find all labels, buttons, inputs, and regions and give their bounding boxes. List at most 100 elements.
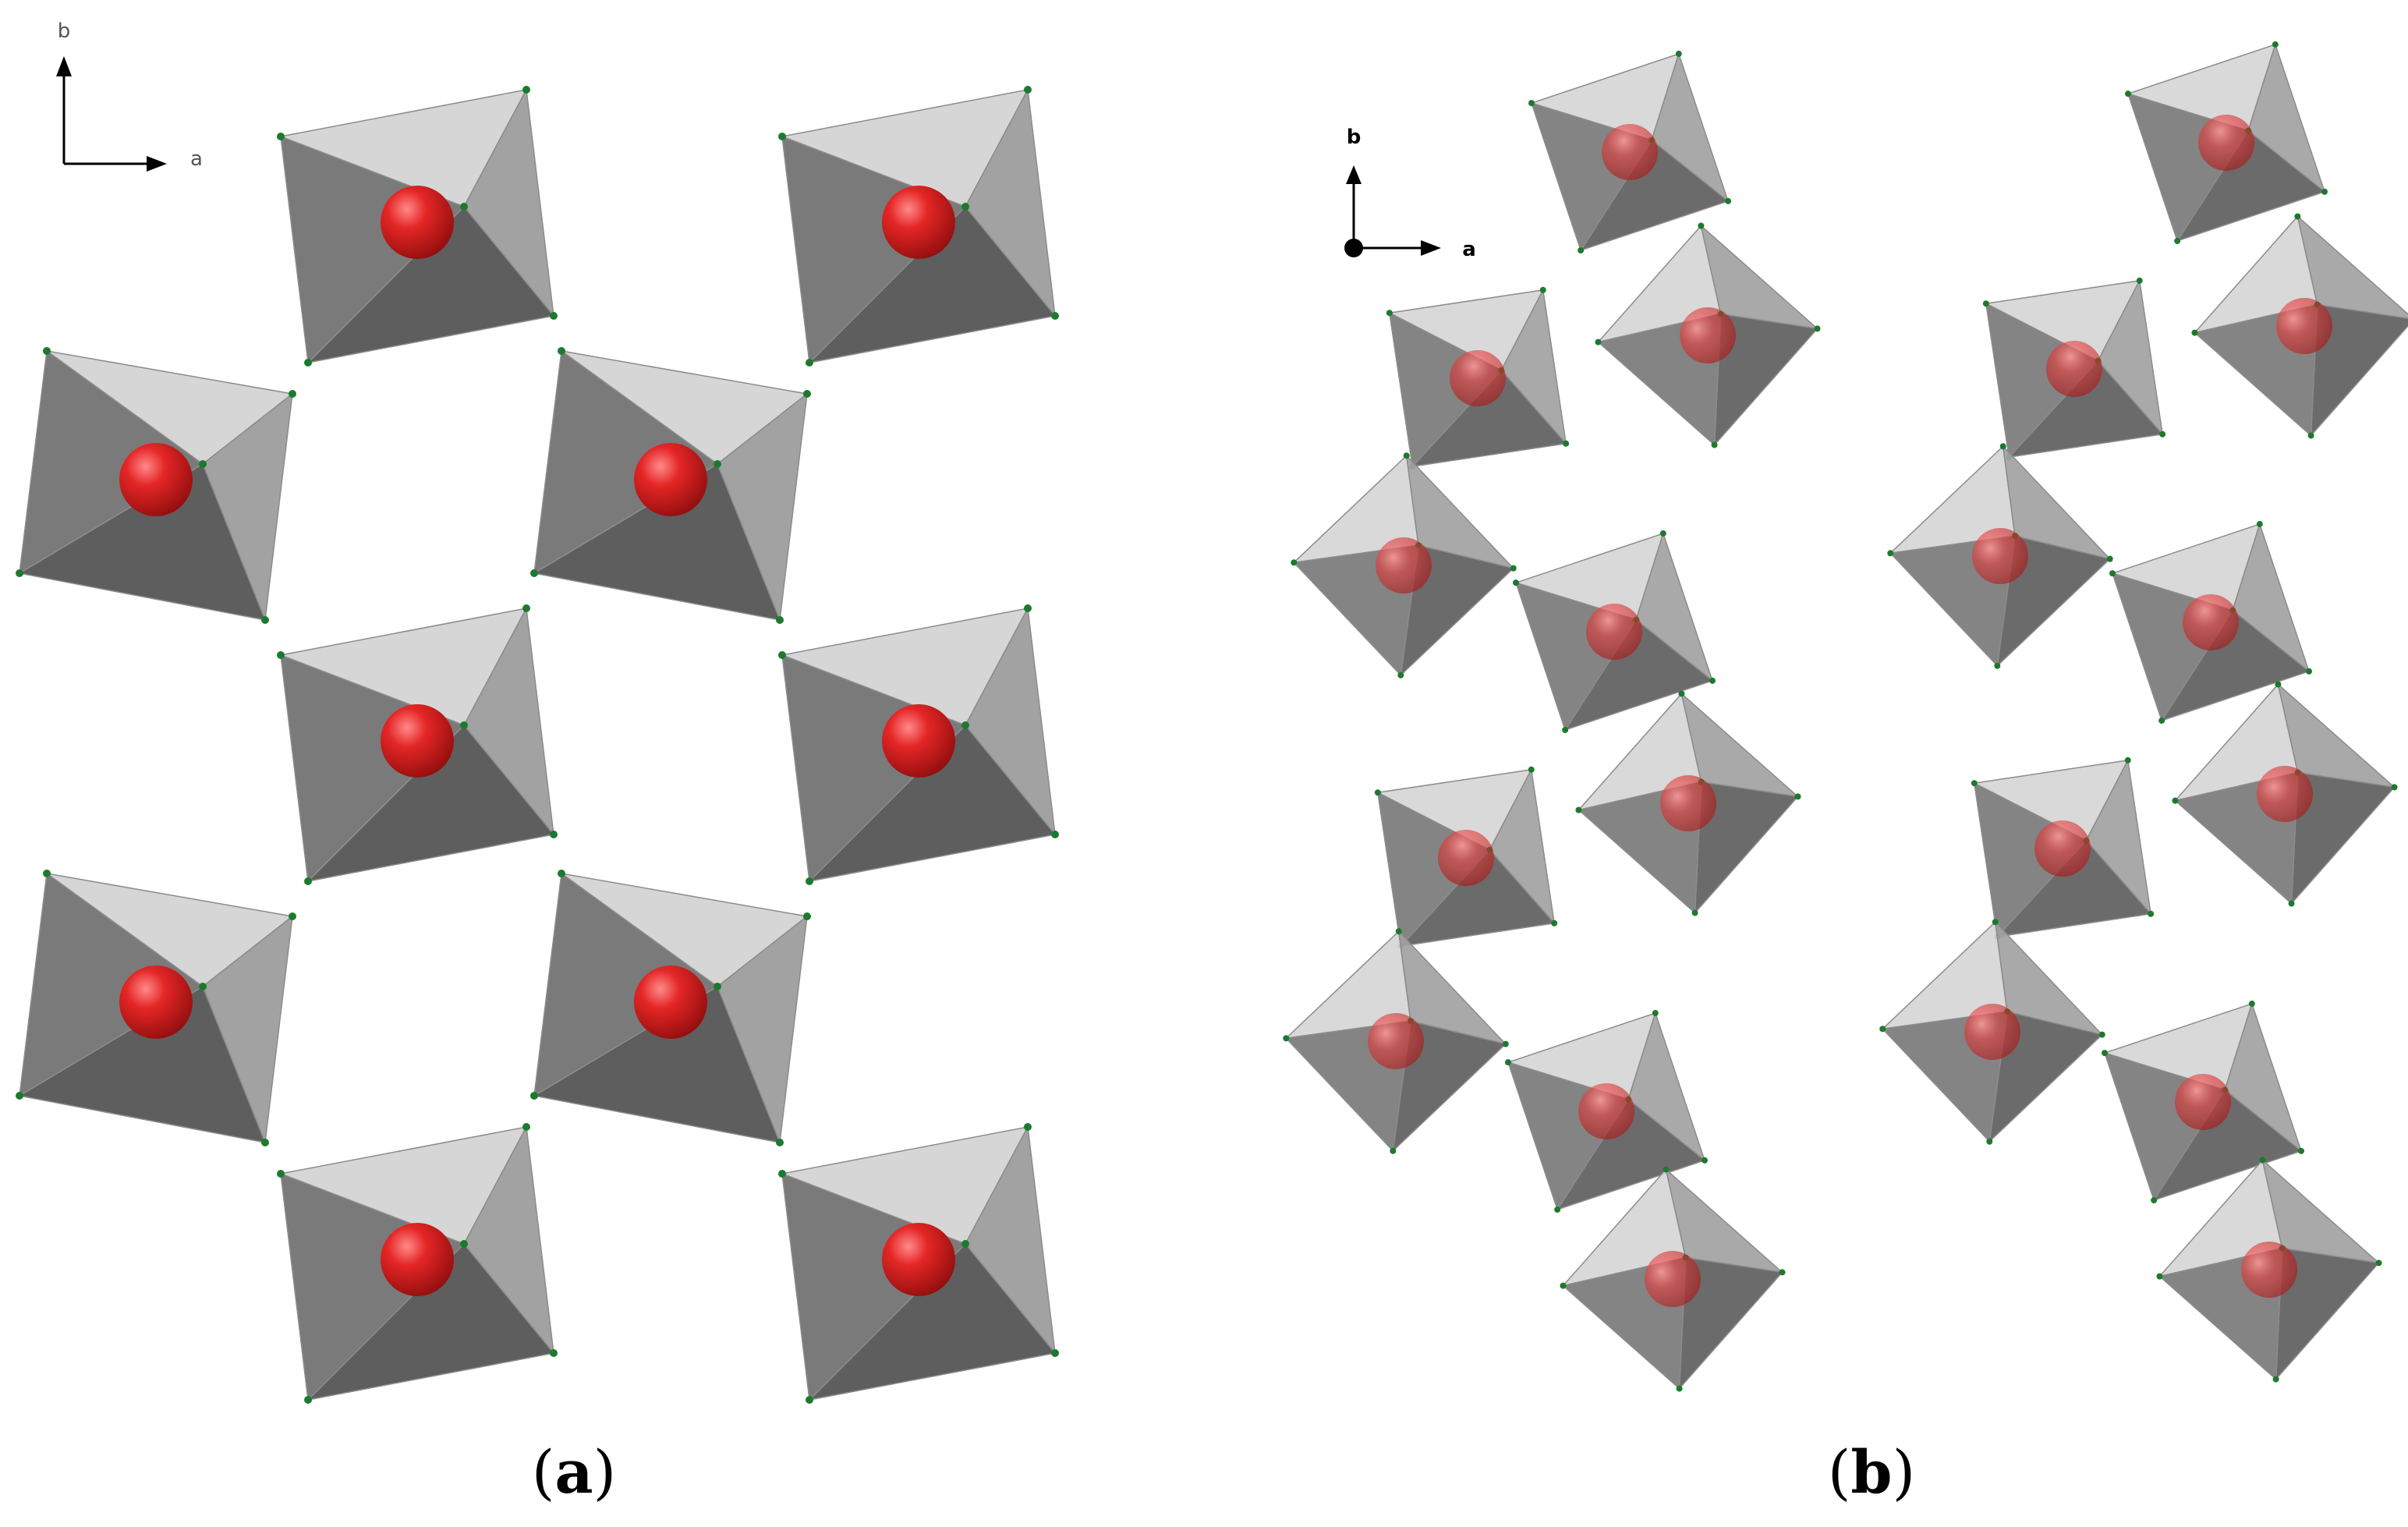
panel-b-caption: (b): [1794, 1433, 1949, 1511]
octahedron: [1879, 919, 2105, 1145]
oxygen-vertex: [2307, 432, 2314, 439]
caption-letter: a: [554, 1437, 593, 1507]
oxygen-vertex: [2275, 681, 2282, 688]
octahedron: [1595, 222, 1821, 448]
octahedron-face: [533, 349, 719, 575]
oxygen-vertex: [2158, 717, 2165, 725]
oxygen-vertex: [1709, 677, 1716, 684]
oxygen-vertex: [1575, 806, 1582, 813]
metal-atom: [882, 1223, 955, 1296]
oxygen-vertex: [1652, 1009, 1659, 1016]
oxygen-vertex: [1390, 1147, 1397, 1154]
oxygen-vertex: [460, 721, 468, 729]
oxygen-vertex: [43, 870, 51, 877]
oxygen-vertex: [1971, 780, 1978, 787]
octahedron-face: [19, 349, 204, 575]
octahedron: [2101, 1000, 2305, 1204]
metal-atom: [1578, 1083, 1634, 1139]
oxygen-vertex: [714, 983, 721, 990]
oxygen-vertex: [776, 1139, 784, 1146]
oxygen-vertex: [806, 359, 813, 367]
oxygen-vertex: [550, 1349, 558, 1357]
c-axis-origin-dot: [1344, 239, 1363, 257]
octahedron-face: [19, 872, 204, 1097]
metal-atom: [2198, 115, 2254, 171]
panel-a: b a: [16, 19, 1059, 1404]
oxygen-vertex: [2151, 1197, 2158, 1204]
metal-atom: [1368, 1013, 1424, 1069]
octahedron: [1291, 452, 1517, 678]
oxygen-vertex: [1283, 1035, 1290, 1042]
octahedra-layer-a: [16, 86, 1059, 1404]
a-axis-arrowhead: [147, 156, 167, 172]
oxygen-vertex: [530, 569, 538, 577]
metal-atom: [119, 965, 193, 1039]
oxygen-vertex: [1539, 286, 1546, 293]
oxygen-vertex: [261, 616, 269, 624]
oxygen-vertex: [2375, 1260, 2382, 1267]
metal-atom: [2183, 594, 2239, 650]
metal-atom: [882, 704, 955, 778]
oxygen-vertex: [1510, 565, 1517, 572]
oxygen-vertex: [289, 912, 296, 920]
metal-atom: [1602, 124, 1658, 180]
oxygen-vertex: [2156, 1273, 2163, 1280]
oxygen-vertex: [558, 870, 565, 877]
oxygen-vertex: [2109, 570, 2116, 577]
oxygen-vertex: [1528, 100, 1535, 107]
metal-atom: [2257, 766, 2313, 822]
oxygen-vertex: [1879, 1026, 1886, 1033]
octahedron: [1374, 766, 1558, 950]
caption-close-paren: ): [1892, 1437, 1916, 1507]
oxygen-vertex: [2294, 213, 2301, 220]
oxygen-vertex: [806, 1396, 813, 1404]
caption-open-paren: (: [1827, 1437, 1851, 1507]
oxygen-vertex: [2136, 277, 2143, 284]
octahedron: [2109, 520, 2313, 725]
metal-atom: [381, 704, 454, 778]
caption-letter: b: [1850, 1437, 1893, 1507]
octahedron: [1528, 50, 1732, 254]
oxygen-vertex: [1554, 1206, 1561, 1213]
octahedron: [530, 347, 811, 624]
metal-atom: [2241, 1242, 2297, 1298]
oxygen-vertex: [778, 651, 786, 659]
octahedron-face: [1985, 302, 2099, 459]
metal-atom: [1645, 1251, 1701, 1307]
octahedron: [778, 1123, 1059, 1404]
oxygen-vertex: [778, 1170, 786, 1178]
metal-atom: [1964, 1004, 2020, 1060]
oxygen-vertex: [1711, 441, 1718, 448]
octahedron: [2156, 1157, 2382, 1383]
caption-open-paren: (: [531, 1437, 555, 1507]
panel-b: b a: [1283, 41, 2408, 1392]
oxygen-vertex: [803, 390, 811, 398]
metal-atom: [634, 965, 707, 1039]
oxygen-vertex: [277, 651, 285, 659]
oxygen-vertex: [522, 1123, 530, 1131]
oxygen-vertex: [530, 1092, 538, 1100]
oxygen-vertex: [2306, 668, 2313, 675]
octahedron-face: [1973, 781, 2088, 938]
oxygen-vertex: [1725, 197, 1732, 204]
oxygen-vertex: [1994, 662, 2001, 669]
a-axis-arrowhead: [1421, 240, 1441, 256]
oxygen-vertex: [2159, 430, 2166, 438]
oxygen-vertex: [1999, 443, 2006, 450]
oxygen-vertex: [1663, 1166, 1670, 1173]
b-axis-arrowhead: [56, 56, 72, 76]
oxygen-vertex: [2101, 1050, 2108, 1057]
oxygen-vertex: [1675, 50, 1682, 57]
oxygen-vertex: [199, 460, 207, 468]
oxygen-vertex: [2321, 188, 2328, 195]
octahedron: [277, 86, 558, 367]
metal-atom: [381, 186, 454, 259]
oxygen-vertex: [778, 133, 786, 140]
oxygen-vertex: [1986, 1138, 1993, 1145]
oxygen-vertex: [2172, 797, 2179, 804]
metal-atom: [2034, 820, 2091, 877]
a-axis-label: a: [190, 147, 203, 171]
oxygen-vertex: [1291, 559, 1298, 566]
oxygen-vertex: [2272, 41, 2279, 48]
oxygen-vertex: [961, 1240, 969, 1248]
